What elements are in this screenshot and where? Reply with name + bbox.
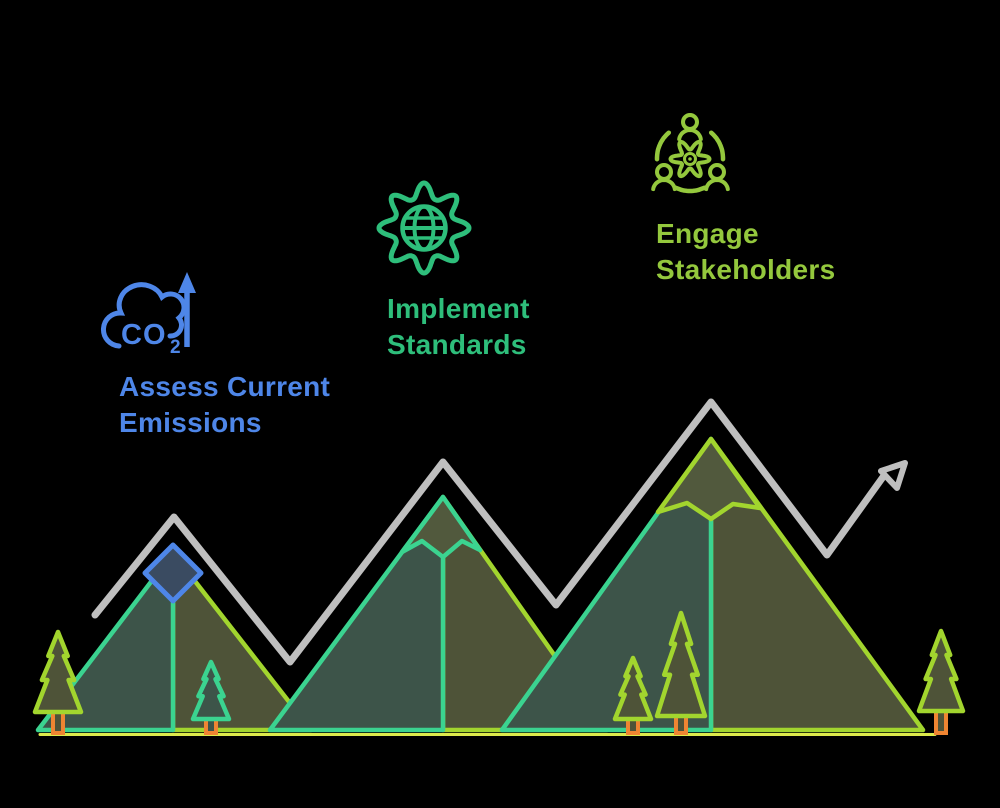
pine-tree (612, 655, 654, 735)
label-line: Emissions (119, 407, 262, 438)
label-line: Stakeholders (656, 254, 836, 285)
gear-globe-icon (376, 180, 472, 276)
mountain-snowcap (655, 436, 763, 522)
mountain-3 (499, 436, 926, 733)
person-head (655, 163, 673, 181)
milestone-label-assess-current-emissions: Assess Current Emissions (119, 369, 330, 441)
person-shoulders (677, 127, 703, 142)
tree-foliage (654, 610, 708, 719)
trend-line (91, 398, 887, 666)
person-shoulders (704, 177, 730, 192)
mountain-peak-diamond (142, 542, 204, 604)
mountain-snowcap (399, 494, 483, 560)
label-line: Standards (387, 329, 527, 360)
mountain-left-face (267, 494, 446, 733)
person-head (708, 163, 726, 181)
label-line: Implement (387, 293, 530, 324)
tree-foliage (190, 659, 232, 722)
label-line: Engage (656, 218, 759, 249)
tree-foliage (32, 629, 84, 715)
ring-arc (708, 130, 726, 162)
gear-ring (376, 180, 472, 276)
milestone-label-implement-standards: Implement Standards (387, 291, 530, 363)
cloud-outline (101, 282, 187, 349)
tree-foliage (916, 628, 966, 714)
ring-arc (673, 185, 707, 194)
flower-center-ring (683, 152, 697, 166)
people-gear-icon (651, 113, 730, 194)
up-arrow-head (178, 272, 196, 293)
pine-tree (916, 628, 966, 735)
label-line: Assess Current (119, 371, 331, 402)
trend-arrowhead-icon (878, 460, 908, 491)
ring-arc (654, 130, 672, 162)
pine-tree (654, 610, 708, 735)
co2-subscript: 2 (170, 337, 181, 358)
person-head (681, 113, 699, 131)
co2-text: CO (121, 319, 167, 351)
milestone-label-engage-stakeholders: Engage Stakeholders (656, 216, 835, 288)
pine-tree (190, 659, 232, 735)
pine-tree (32, 629, 84, 735)
tree-foliage (612, 655, 654, 722)
flower-center-dot (688, 157, 692, 161)
person-shoulders (651, 177, 677, 192)
flower-gear (668, 139, 712, 179)
